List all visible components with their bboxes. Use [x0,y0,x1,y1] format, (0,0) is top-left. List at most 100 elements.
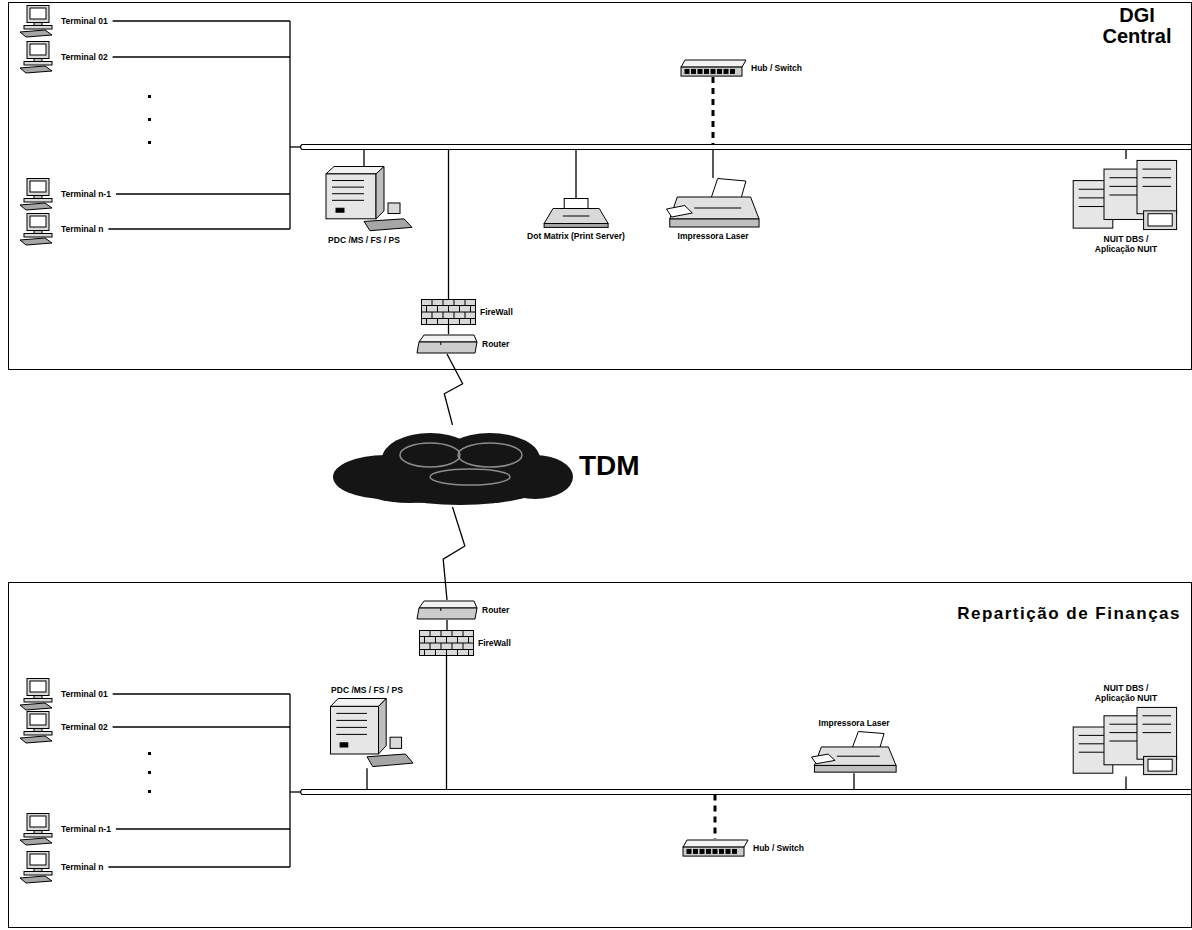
keyboard [364,219,412,231]
screen [30,44,46,55]
brick-joint [446,637,447,644]
port [700,849,704,853]
brick-joint [430,643,431,650]
lan-link [446,620,447,630]
brick-joint [424,650,425,657]
drive-slot [1079,197,1108,198]
paper [711,179,746,199]
monitor [27,6,49,23]
case-side [376,167,384,219]
brick-joint [457,650,458,657]
screen [30,8,46,19]
drop-cable [448,150,449,300]
paper-slot [837,756,880,757]
drive-slot [1110,195,1139,196]
brick-joint [459,306,460,313]
device-label: Terminal n [61,862,103,872]
network-device: Terminal 01 [19,5,108,37]
printer-front [670,219,759,227]
printer-front [544,224,608,228]
dot [148,95,151,98]
mouse [388,203,400,214]
brick-joint [452,643,453,650]
fw-icon [421,299,476,325]
router-seam [440,342,441,345]
port [718,69,722,73]
network-device: Hub / Switch [679,59,802,77]
power-led [340,743,348,747]
brick-joint [457,637,458,644]
device-label: Router [482,605,509,615]
network-device: PDC /MS / FS / PS [319,685,415,768]
keyboard [20,703,52,710]
device-label: Impressora Laser [819,718,890,728]
port [698,69,702,73]
monitor [27,42,49,59]
computer-base [24,26,52,30]
computer-base [24,699,52,703]
site-region: Repartição de FinançasRouterFireWallTerm… [8,582,1192,928]
ellipsis-dots [148,95,151,793]
brick-joint [432,299,433,306]
brick-joint [443,312,444,319]
drive-slot [1079,752,1108,753]
network-device: Router [416,600,509,620]
device-label: Terminal 02 [61,722,108,732]
server-unit [1137,160,1177,213]
terminal-cable [116,193,290,194]
network-device: Terminal 02 [19,711,108,743]
paper-slot [563,216,589,217]
port [705,69,709,73]
brick-joint [454,299,455,306]
screen [30,181,46,192]
screen [30,216,46,227]
monitor [27,852,49,869]
firewall-box [422,300,476,325]
network-device: Terminal 02 [19,41,108,73]
router-top [419,335,477,342]
device-label: FireWall [480,307,513,317]
drive-slot [1079,189,1108,190]
screen [30,681,46,692]
brick-joint [448,306,449,313]
case-top [331,699,387,707]
pc-icon [19,5,57,37]
device-label: Terminal 01 [61,689,108,699]
brick-joint [435,637,436,644]
router-top [419,601,477,608]
case-top [326,167,384,174]
drive-slot [332,193,364,194]
computer-base [24,834,52,838]
brick-joint [430,630,431,637]
device-label: Router [482,339,509,349]
brick-joint [448,319,449,326]
firewall-box [420,631,474,656]
brick-joint [432,312,433,319]
drop-cable [446,656,447,790]
port [726,849,730,853]
printer-front [814,766,896,773]
terminal-cable [108,228,290,229]
terminal-cable [108,866,290,867]
brick-joint [468,637,469,644]
mouse [390,737,402,748]
keyboard [20,736,52,743]
console-monitor [1144,757,1177,775]
brick-joint [452,630,453,637]
drive-slot [1143,177,1172,178]
pc-icon [19,711,57,743]
drop-cable [363,150,364,167]
router-front [417,342,477,353]
drop-cables [108,21,1126,867]
drive-slot [1143,186,1172,187]
nuit-icon [1071,159,1181,231]
printer-body [544,209,608,224]
network-device: NUIT DBS / Aplicação NUIT [1071,159,1181,254]
bus-cable [301,145,1192,150]
computer-base [24,199,52,203]
trunk-to-bus [290,791,301,792]
drop-cable [1125,150,1126,160]
network-device: Router [416,334,509,354]
brick-joint [468,650,469,657]
dot [148,141,151,144]
